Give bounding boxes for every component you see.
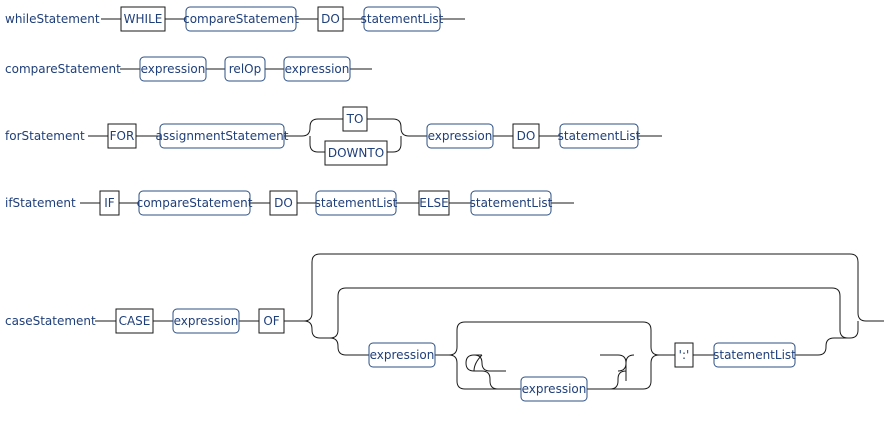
rule-name-compare: compareStatement xyxy=(5,62,121,76)
svg-text:compareStatement: compareStatement xyxy=(183,12,299,26)
svg-text:DO: DO xyxy=(321,12,340,26)
nonterminal-expression: expression xyxy=(139,56,207,82)
svg-text:statementList: statementList xyxy=(470,196,553,210)
nonterminal-expression: expression xyxy=(283,56,351,82)
nonterminal-compare-statement: compareStatement xyxy=(137,190,253,216)
svg-text:expression: expression xyxy=(174,314,239,328)
nonterminal-expression: expression xyxy=(172,308,240,334)
svg-text:relOp: relOp xyxy=(229,62,261,76)
svg-text:statementList: statementList xyxy=(713,348,796,362)
repeat-loop xyxy=(465,354,635,390)
terminal-downto: DOWNTO xyxy=(324,140,388,166)
terminal-to: TO xyxy=(342,106,368,132)
terminal-do: DO xyxy=(512,123,540,149)
rule-name-if: ifStatement xyxy=(5,196,76,210)
terminal-do: DO xyxy=(317,6,344,32)
nonterminal-rel-op: relOp xyxy=(224,56,266,82)
nonterminal-expression: expression xyxy=(368,342,436,368)
rule-if-statement: ifStatement IF compareStatement DO state… xyxy=(5,190,574,216)
svg-text:FOR: FOR xyxy=(110,129,135,143)
svg-text:statementList: statementList xyxy=(558,129,641,143)
svg-text:compareStatement: compareStatement xyxy=(137,196,253,210)
svg-text:IF: IF xyxy=(104,196,115,210)
terminal-for: FOR xyxy=(107,123,137,149)
nonterminal-expression: expression xyxy=(426,123,494,149)
svg-text:ELSE: ELSE xyxy=(419,196,448,210)
rule-while-statement: whileStatement WHILE compareStatement DO… xyxy=(5,6,465,32)
svg-text:expression: expression xyxy=(285,62,350,76)
svg-text:DOWNTO: DOWNTO xyxy=(328,146,384,160)
terminal-else: ELSE xyxy=(418,190,450,216)
terminal-colon: ':' xyxy=(674,342,694,368)
rule-case-statement: caseStatement CASE expression OF express… xyxy=(5,253,884,402)
rule-name-case: caseStatement xyxy=(5,314,96,328)
terminal-do: DO xyxy=(269,190,298,216)
svg-text:CASE: CASE xyxy=(119,314,151,328)
svg-text:expression: expression xyxy=(141,62,206,76)
terminal-of: OF xyxy=(258,308,285,334)
svg-text:statementList: statementList xyxy=(315,196,398,210)
svg-text:DO: DO xyxy=(517,129,536,143)
svg-text:expression: expression xyxy=(370,348,435,362)
svg-text:OF: OF xyxy=(263,314,279,328)
rule-name-while: whileStatement xyxy=(5,12,100,26)
nonterminal-statement-list: statementList xyxy=(713,342,796,368)
rule-compare-statement: compareStatement expression relOp expres… xyxy=(5,56,372,82)
nonterminal-expression: expression xyxy=(520,376,588,402)
svg-text:WHILE: WHILE xyxy=(124,12,163,26)
svg-text:DO: DO xyxy=(274,196,293,210)
nonterminal-statement-list: statementList xyxy=(558,123,641,149)
nonterminal-statement-list: statementList xyxy=(361,6,444,32)
nonterminal-statement-list: statementList xyxy=(315,190,398,216)
nonterminal-statement-list: statementList xyxy=(470,190,553,216)
svg-text:statementList: statementList xyxy=(361,12,444,26)
terminal-if: IF xyxy=(99,190,120,216)
svg-text:':': ':' xyxy=(679,348,690,362)
svg-text:expression: expression xyxy=(522,382,587,396)
terminal-while: WHILE xyxy=(120,6,166,32)
nonterminal-assignment-statement: assignmentStatement xyxy=(156,123,289,149)
svg-text:assignmentStatement: assignmentStatement xyxy=(156,129,289,143)
svg-text:expression: expression xyxy=(428,129,493,143)
rule-for-statement: forStatement FOR assignmentStatement TO … xyxy=(5,106,662,166)
terminal-case: CASE xyxy=(115,308,154,334)
nonterminal-compare-statement: compareStatement xyxy=(183,6,299,32)
connector-lines xyxy=(88,118,662,153)
svg-text:TO: TO xyxy=(346,112,364,126)
rule-name-for: forStatement xyxy=(5,129,85,143)
